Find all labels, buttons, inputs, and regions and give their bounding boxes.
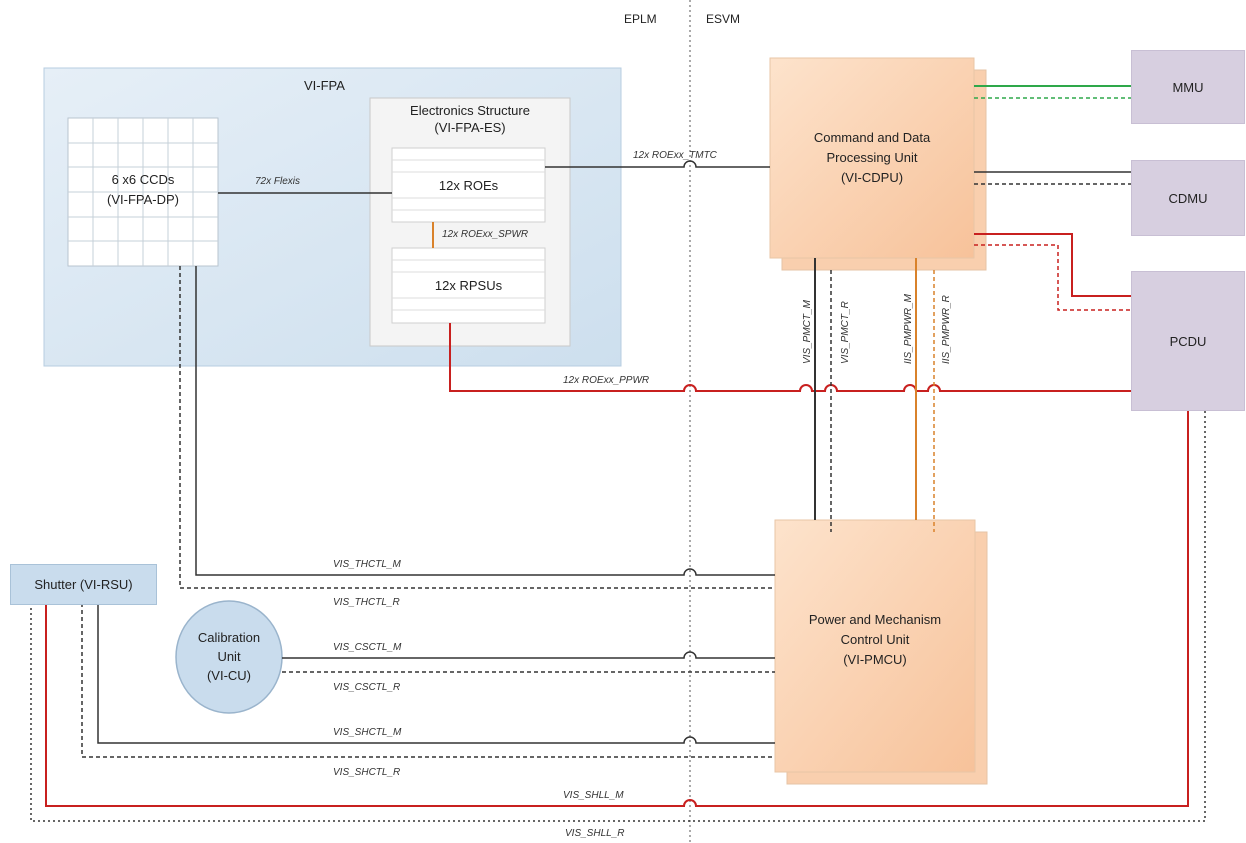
thctl-r-line — [179, 266, 775, 589]
ccd-label-line2: (VI-FPA-DP) — [107, 192, 179, 207]
csctl-m-line — [282, 651, 775, 659]
shctl-r-label: VIS_SHCTL_R — [333, 767, 401, 778]
pmcu-box — [774, 519, 976, 773]
shctl-r-line — [81, 603, 775, 758]
thctl-m-line — [195, 266, 775, 576]
pmpwr-r-label: IIS_PMPWR_R — [941, 295, 952, 364]
rpsus-label: 12x RPSUs — [434, 278, 503, 293]
csctl-m-label: VIS_CSCTL_M — [333, 642, 402, 653]
shll-m-line — [45, 410, 1189, 807]
eplm-label: EPLM — [624, 12, 657, 26]
pmcu-label-line1: Power and Mechanism — [808, 612, 942, 627]
pcdu-box: PCDU — [1131, 271, 1245, 411]
cdmu-label: CDMU — [1168, 190, 1208, 206]
calibration-unit-circle — [175, 600, 283, 714]
spwr-label: 12x ROExx_SPWR — [442, 229, 529, 240]
cdpu-power-redundant — [974, 244, 1131, 311]
calibration-label-line3: (VI-CU) — [206, 668, 252, 683]
shutter-label: Shutter (VI-RSU) — [34, 577, 133, 592]
calibration-unit-label: Calibration Unit (VI-CU) — [176, 628, 282, 685]
pmcu-label: Power and Mechanism Control Unit (VI-PMC… — [775, 610, 975, 670]
cdmu-box: CDMU — [1131, 160, 1245, 236]
rpsus-stack — [391, 247, 546, 324]
es-label-line1: Electronics Structure — [410, 103, 530, 118]
es-label-line2: (VI-FPA-ES) — [434, 120, 506, 135]
cdpu-label-line3: (VI-CDPU) — [840, 170, 904, 185]
cdpu-power-main — [974, 233, 1131, 297]
shutter-box: Shutter (VI-RSU) — [10, 564, 157, 605]
electronics-structure-label: Electronics Structure (VI-FPA-ES) — [370, 102, 570, 136]
ppwr-label: 12x ROExx_PPWR — [563, 375, 650, 386]
esvm-label: ESVM — [706, 12, 741, 26]
thctl-r-label: VIS_THCTL_R — [333, 597, 400, 608]
vi-fpa-title: VI-FPA — [304, 78, 345, 93]
pcdu-label: PCDU — [1169, 333, 1207, 349]
ccd-label-line1: 6 x6 CCDs — [111, 172, 175, 187]
mmu-box: MMU — [1131, 50, 1245, 124]
shll-m-label: VIS_SHLL_M — [563, 790, 624, 801]
cdpu-label-line1: Command and Data — [813, 130, 931, 145]
cdpu-label-line2: Processing Unit — [826, 150, 918, 165]
thctl-m-label: VIS_THCTL_M — [333, 559, 401, 570]
shctl-m-label: VIS_SHCTL_M — [333, 727, 402, 738]
shll-r-line — [30, 410, 1206, 822]
cdpu-box — [769, 57, 975, 259]
cdpu-label: Command and Data Processing Unit (VI-CDP… — [770, 128, 974, 188]
calibration-label-line2: Unit — [217, 649, 241, 664]
ccd-grid — [67, 117, 219, 267]
pmcu-label-line2: Control Unit — [840, 632, 910, 647]
ccd-label: 6 x6 CCDs (VI-FPA-DP) — [68, 170, 218, 210]
ppwr-line — [449, 323, 1131, 392]
shll-r-label: VIS_SHLL_R — [565, 828, 625, 839]
csctl-r-label: VIS_CSCTL_R — [333, 682, 401, 693]
roes-stack — [391, 147, 546, 223]
pmpwr-m-label: IIS_PMPWR_M — [903, 293, 914, 364]
flexis-label: 72x Flexis — [255, 176, 301, 187]
tmtc-line — [545, 160, 770, 168]
roes-label: 12x ROEs — [438, 178, 499, 193]
shctl-m-line — [97, 603, 775, 744]
pmct-m-label: VIS_PMCT_M — [802, 300, 813, 364]
tmtc-label: 12x ROExx_TMTC — [633, 150, 717, 161]
calibration-label-line1: Calibration — [197, 630, 261, 645]
mmu-label: MMU — [1172, 79, 1204, 95]
pmcu-label-line3: (VI-PMCU) — [843, 652, 907, 667]
pmct-r-label: VIS_PMCT_R — [840, 301, 851, 364]
